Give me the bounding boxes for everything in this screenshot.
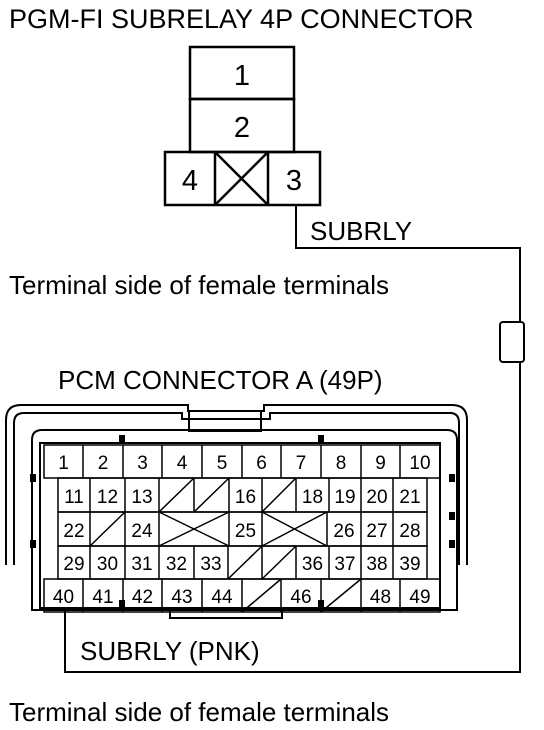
pcm-terminal-number: 30 [97,554,118,575]
pcm-terminal-number: 36 [302,554,323,575]
pcm-terminal-number: 11 [64,487,84,508]
pcm-terminal-number: 37 [334,554,355,575]
pcm-terminal-number: 25 [235,521,256,542]
pcm-terminal-number: 6 [256,453,267,474]
pcm-connector-title: PCM CONNECTOR A (49P) [58,365,383,395]
subrelay-connector-title: PGM-FI SUBRELAY 4P CONNECTOR [9,4,474,34]
pcm-terminal-number: 22 [63,521,84,542]
pcm-blank-cavity [261,477,297,513]
pcm-connector-housing [5,404,468,619]
pcm-terminal-number: 7 [296,453,307,474]
pcm-terminal-number: 16 [235,487,256,508]
pcm-terminal-number: 13 [131,487,152,508]
pcm-terminal-number: 48 [370,587,391,608]
pcm-wire-label: SUBRLY (PNK) [80,636,260,666]
subrelay-terminal-4: 4 [182,165,198,197]
pcm-terminal-number: 32 [166,554,187,575]
pcm-terminal-number: 24 [131,521,153,542]
pcm-terminal-number: 38 [366,554,387,575]
subrelay-connector [163,45,322,207]
pcm-terminal-number: 44 [211,587,233,608]
pcm-terminal-number: 8 [336,453,347,474]
pcm-terminal-number: 31 [131,554,152,575]
pcm-terminal-number: 2 [98,453,109,474]
pcm-terminal-number: 12 [97,487,118,508]
pcm-terminal-number: 26 [333,521,354,542]
subrelay-terminal-3: 3 [286,165,302,197]
pcm-terminal-number: 49 [409,587,430,608]
pcm-blank-cavity [227,545,263,580]
pcm-blank-cavity [320,578,362,613]
pcm-terminal-number: 10 [409,453,430,474]
pcm-terminal-number: 46 [290,587,311,608]
pcm-terminal-number: 3 [137,453,148,474]
pcm-terminal-number: 41 [92,587,113,608]
subrelay-wire-label: SUBRLY [310,216,413,246]
pcm-terminal-number: 27 [366,521,387,542]
pcm-terminal-number: 39 [399,554,420,575]
pcm-blank-cavity [241,578,282,613]
pcm-terminal-number: 28 [399,521,420,542]
pcm-terminal-number: 18 [302,487,323,508]
pcm-terminal-number: 43 [171,587,192,608]
pcm-terminal-number: 19 [334,487,355,508]
pcm-view-note: Terminal side of female terminals [9,697,390,727]
subrelay-view-note: Terminal side of female terminals [9,270,390,300]
pcm-terminal-number: 40 [53,587,74,608]
pcm-terminal-number: 20 [366,487,387,508]
pcm-terminal-number: 21 [399,487,420,508]
subrly-wire [64,205,521,673]
subrelay-terminal-1: 1 [234,60,250,92]
pcm-terminal-number: 4 [177,453,188,474]
pcm-blank-cavity [261,545,297,580]
subrelay-bottom-row [163,150,322,207]
pcm-terminal-number: 42 [132,587,153,608]
pcm-terminal-number: 5 [217,453,228,474]
pcm-terminal-number: 33 [200,554,221,575]
pcm-terminal-number: 1 [58,453,69,474]
inline-connector [499,321,525,363]
pcm-blank-cavity [89,511,126,547]
pcm-blank-cavity [158,477,195,513]
pcm-blank-cavity [193,477,230,513]
subrelay-terminal-2: 2 [234,112,250,144]
pcm-terminal-number: 29 [63,554,84,575]
pcm-terminal-number: 9 [375,453,386,474]
